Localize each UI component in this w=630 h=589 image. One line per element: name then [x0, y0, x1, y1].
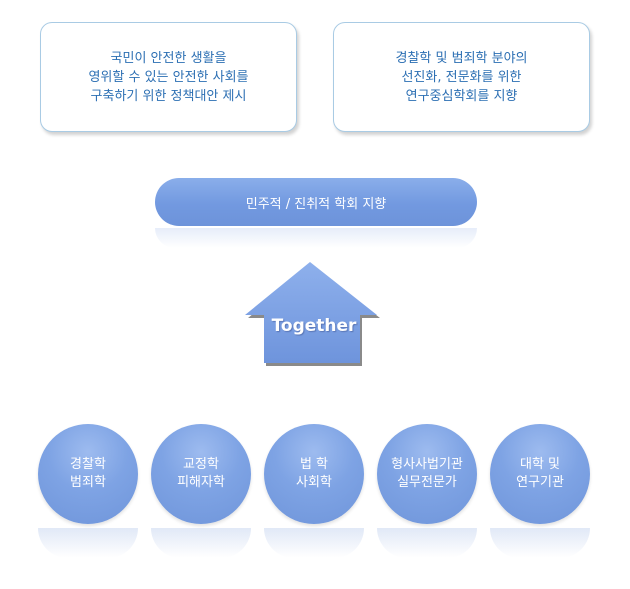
- field-circle-justice-practitioners: 형사사법기관 실무전문가: [377, 424, 477, 524]
- goal-box-left: 국민이 안전한 생활을 영위할 수 있는 안전한 사회를 구축하기 위한 정책대…: [40, 22, 297, 132]
- field-label: 대학 및 연구기관: [516, 457, 564, 490]
- field-circle-corrections-victimology: 교정학 피해자학: [151, 424, 251, 524]
- field-circle-law-sociology: 법 학 사회학: [264, 424, 364, 524]
- vision-text: 민주적 / 진취적 학회 지향: [245, 196, 387, 212]
- field-circle-police-criminology: 경찰학 범죄학: [38, 424, 138, 524]
- field-label: 교정학 피해자학: [177, 457, 225, 490]
- goal-text-right: 경찰학 및 범죄학 분야의 선진화, 전문화를 위한 연구중심학회를 지향: [395, 50, 528, 104]
- field-reflection: [151, 528, 251, 558]
- field-label: 경찰학 범죄학: [70, 457, 106, 490]
- goal-box-right: 경찰학 및 범죄학 분야의 선진화, 전문화를 위한 연구중심학회를 지향: [333, 22, 590, 132]
- field-reflection: [490, 528, 590, 558]
- field-circle-universities-institutes: 대학 및 연구기관: [490, 424, 590, 524]
- up-arrow-icon: [245, 262, 380, 366]
- goal-text-left: 국민이 안전한 생활을 영위할 수 있는 안전한 사회를 구축하기 위한 정책대…: [88, 50, 249, 104]
- field-reflection: [264, 528, 364, 558]
- field-reflection: [38, 528, 138, 558]
- vision-pill: 민주적 / 진취적 학회 지향: [155, 178, 477, 226]
- arrow-label: Together: [271, 316, 357, 336]
- field-label: 형사사법기관 실무전문가: [391, 457, 463, 490]
- vision-reflection: [155, 228, 477, 248]
- vision-group: 민주적 / 진취적 학회 지향: [155, 178, 477, 248]
- field-label: 법 학 사회학: [296, 457, 332, 490]
- field-reflection: [377, 528, 477, 558]
